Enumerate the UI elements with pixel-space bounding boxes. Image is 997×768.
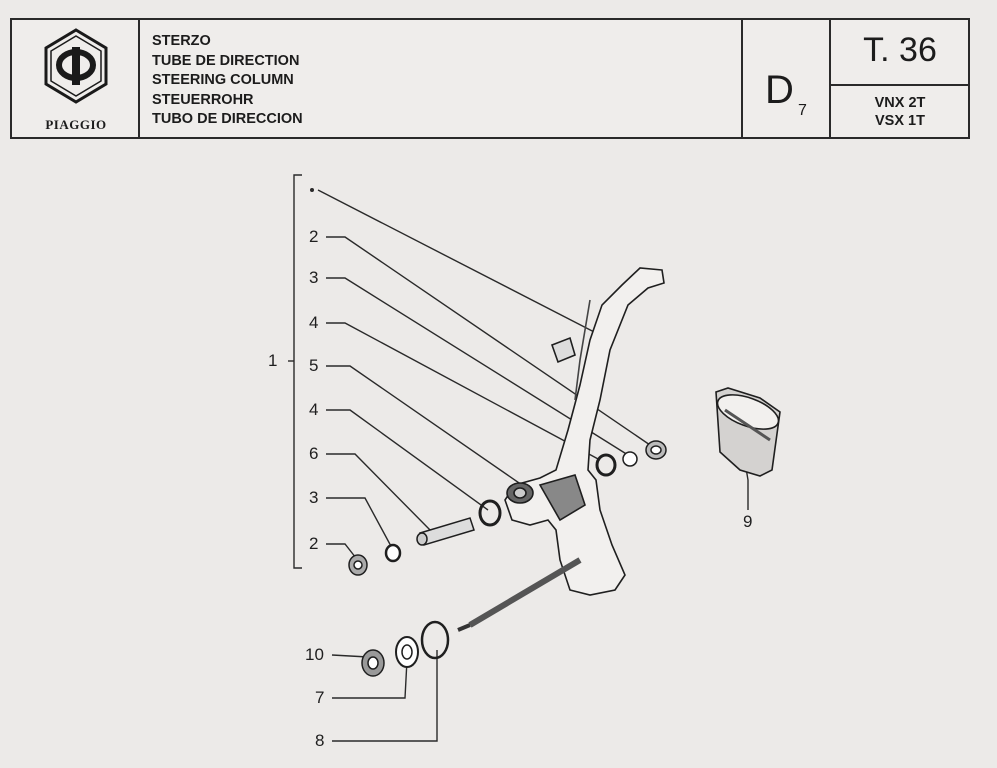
title-en: STEERING COLUMN: [152, 72, 294, 88]
model-2: VSX 1T: [875, 113, 925, 129]
callout-7: 7: [315, 688, 325, 707]
callout-4: 4: [309, 400, 319, 419]
divider: [831, 84, 968, 86]
callout-2: 2: [309, 534, 319, 553]
title-de: STEUERROHR: [152, 91, 254, 108]
piaggio-hexagon-logo-icon: [44, 28, 108, 104]
dust-ring-part: [715, 387, 781, 477]
group-subscript: 7: [798, 102, 807, 119]
brand-name: PIAGGIO: [45, 117, 107, 132]
callout-8: 8: [315, 731, 325, 750]
title-fr: TUBE DE DIRECTION: [152, 52, 300, 69]
callout-10: 10: [305, 645, 324, 664]
callout-1: 1: [268, 351, 278, 370]
model-list: VNX 2T VSX 1T: [832, 94, 968, 130]
small-parts: [348, 440, 667, 677]
callout-9: 9: [743, 512, 753, 531]
group-code: D: [765, 68, 794, 112]
callout-3: 3: [309, 268, 319, 287]
title-list: STERZO TUBE DE DIRECTION STEERING COLUMN…: [152, 32, 303, 130]
logo-cell: PIAGGIO: [12, 20, 140, 137]
callout-5: 5: [309, 356, 319, 375]
title-it: STERZO: [152, 33, 211, 49]
callout-4: 4: [309, 313, 319, 332]
divider: [829, 20, 831, 137]
divider: [138, 20, 140, 137]
divider: [741, 20, 743, 137]
assembly-bracket: [293, 174, 302, 569]
title-es: TUBO DE DIRECCION: [152, 111, 303, 127]
table-code: T. 36: [863, 31, 937, 69]
callout-3: 3: [309, 488, 319, 507]
callout-2: 2: [309, 227, 319, 246]
steering-column-part: [457, 267, 665, 632]
title-block: PIAGGIO STERZO TUBE DE DIRECTION STEERIN…: [10, 18, 970, 139]
model-1: VNX 2T: [874, 95, 926, 111]
callout-6: 6: [309, 444, 319, 463]
